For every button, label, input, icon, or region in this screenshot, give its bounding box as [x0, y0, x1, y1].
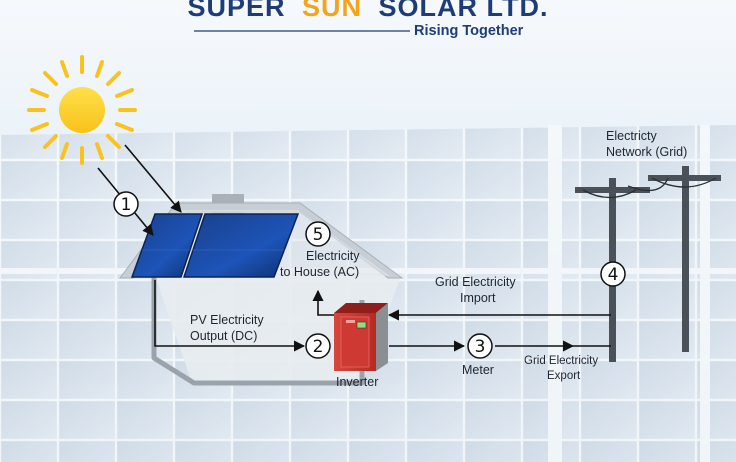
house-ac-label-line1: Electricity [306, 249, 360, 263]
step-marker-1: 1 [113, 191, 139, 217]
wiring [154, 280, 611, 352]
pv-output-label-line1: PV Electricity [190, 313, 264, 327]
brand-name-part1: SUPER [187, 0, 285, 22]
sun-icon [27, 55, 137, 165]
pv-output-label-line2: Output (DC) [190, 329, 257, 343]
network-label-line2: Network (Grid) [606, 145, 687, 159]
step-marker-4: 4 [600, 261, 626, 287]
brand-name-part3: SOLAR LTD. [379, 0, 549, 22]
inverter-icon [334, 303, 388, 371]
brand-logo: SUPER SUN SOLAR LTD. Rising Together [187, 0, 548, 39]
arrow-icon [312, 289, 334, 316]
inverter-label: Inverter [336, 375, 378, 389]
svg-text:2: 2 [313, 337, 324, 357]
network-label-line1: Electricty [606, 129, 657, 143]
arrow-icon [124, 144, 182, 213]
step-marker-2: 2 [305, 333, 331, 359]
arrow-icon [154, 280, 306, 352]
svg-text:5: 5 [313, 225, 324, 245]
svg-text:4: 4 [608, 265, 619, 285]
svg-text:1: 1 [121, 195, 132, 215]
meter-label: Meter [462, 363, 494, 377]
house-ac-label-line2: to House (AC) [280, 265, 359, 279]
brand-name-part2: SUN [302, 0, 362, 22]
svg-text:3: 3 [475, 337, 486, 357]
svg-text:SUPER SUN SOLAR LT: SUPER SUN SOLAR LTD. [187, 0, 548, 22]
grid-import-label-line1: Grid Electricity [435, 275, 516, 289]
grid-export-label-line1: Grid Electricity [524, 355, 598, 367]
solar-panel-icon [130, 213, 300, 278]
grid-import-label-line2: Import [460, 291, 496, 305]
brand-tagline: Rising Together [414, 23, 524, 39]
step-marker-3: 3 [467, 333, 493, 359]
step-marker-5: 5 [305, 221, 331, 247]
grid-export-label-line2: Export [547, 370, 581, 382]
